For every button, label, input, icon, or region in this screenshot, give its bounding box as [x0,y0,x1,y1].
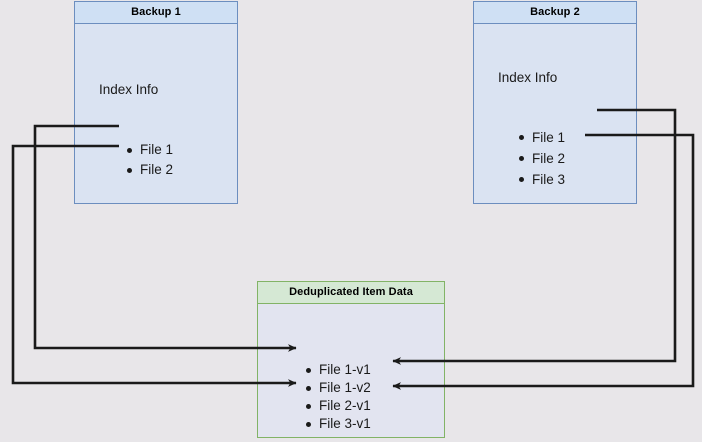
node-backup-2-header: Backup 2 [474,2,636,24]
node-backup-1-header: Backup 1 [75,2,237,24]
node-backup-1-body: Index Info File 1 File 2 [75,24,237,203]
node-backup-1[interactable]: Backup 1 Index Info File 1 File 2 [74,1,238,204]
node-dedup-header: Deduplicated Item Data [258,282,444,304]
list-item[interactable]: File 2 [125,160,173,180]
node-backup-2[interactable]: Backup 2 Index Info File 1 File 2 File 3 [473,1,637,204]
node-deduplicated-item-data[interactable]: Deduplicated Item Data File 1-v1 File 1-… [257,281,445,438]
list-item[interactable]: File 1 [517,127,565,148]
backup-1-index-info-label: Index Info [99,82,159,97]
list-item[interactable]: File 3 [517,169,565,190]
dedup-file-list: File 1-v1 File 1-v2 File 2-v1 File 3-v1 [304,361,371,433]
backup-1-file-list: File 1 File 2 [125,140,173,180]
node-backup-2-body: Index Info File 1 File 2 File 3 [474,24,636,203]
list-item[interactable]: File 2 [517,148,565,169]
backup-2-file-list: File 1 File 2 File 3 [517,127,565,190]
list-item[interactable]: File 1-v2 [304,379,371,397]
list-item[interactable]: File 2-v1 [304,397,371,415]
list-item[interactable]: File 3-v1 [304,415,371,433]
node-dedup-body: File 1-v1 File 1-v2 File 2-v1 File 3-v1 [258,304,444,437]
list-item[interactable]: File 1 [125,140,173,160]
list-item[interactable]: File 1-v1 [304,361,371,379]
backup-2-index-info-label: Index Info [498,70,558,85]
